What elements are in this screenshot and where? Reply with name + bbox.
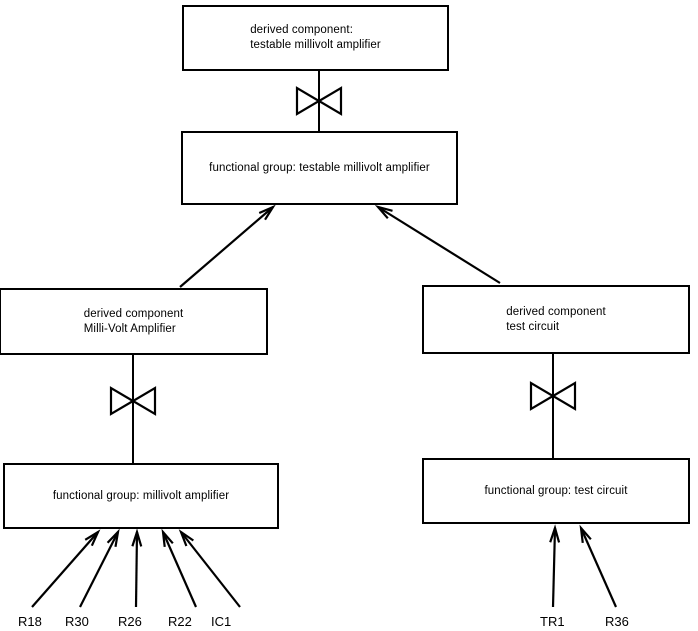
arrow-milli-volt-amplifier-to-testable-group [179, 204, 276, 288]
arrow-head [579, 524, 592, 544]
functional-group-test-circuit[interactable]: functional group: test circuit [422, 458, 690, 524]
leaf-label-r22: R22 [168, 614, 192, 629]
bowtie-connector-top [295, 71, 343, 131]
arrow-shaft [377, 206, 501, 284]
arrow-r22-to-millivolt-amplifier [161, 528, 198, 608]
arrow-shaft [179, 206, 274, 288]
arrow-r26-to-millivolt-amplifier [131, 528, 143, 608]
bowtie-left-triangle [109, 386, 136, 416]
leaf-label-ic1: IC1 [211, 614, 232, 629]
arrow-head [549, 524, 561, 543]
arrow-test-circuit-to-testable-group [374, 205, 501, 284]
arrow-ic1-to-millivolt-amplifier [178, 529, 241, 608]
leaf-label-tr1: TR1 [540, 614, 565, 629]
arrow-head [178, 529, 194, 547]
arrow-r36-to-test-circuit [579, 524, 618, 608]
bowtie-right-triangle [130, 386, 157, 416]
functional-group-testable-millivolt-amplifier[interactable]: functional group: testable millivolt amp… [181, 131, 458, 205]
bowtie-connector-millivolt [109, 355, 157, 463]
bowtie-right-triangle [550, 381, 577, 411]
derived-component-testable-millivolt-amplifier-text: derived component: testable millivolt am… [250, 24, 381, 51]
leaf-label-r26: R26 [118, 614, 142, 629]
arrow-shaft [79, 531, 119, 608]
leaf-label-r36: R36 [605, 614, 629, 629]
bowtie-right-triangle [316, 86, 343, 116]
bowtie-left-triangle [529, 381, 556, 411]
leaf-label-r18: R18 [18, 614, 42, 629]
bowtie-left-triangle [295, 86, 322, 116]
arrow-head [84, 529, 101, 547]
leaf-label-r30: R30 [65, 614, 89, 629]
derived-component-test-circuit-text: derived component test circuit [506, 305, 606, 333]
arrow-head [161, 528, 174, 548]
arrow-r18-to-millivolt-amplifier [31, 529, 101, 608]
arrow-shaft [31, 531, 99, 608]
derived-component-testable-millivolt-amplifier[interactable]: derived component: testable millivolt am… [182, 5, 449, 71]
derived-component-test-circuit[interactable]: derived component test circuit [422, 285, 690, 354]
derived-component-milli-volt-amplifier[interactable]: derived component Milli-Volt Amplifier [0, 288, 268, 355]
arrow-head [374, 205, 393, 220]
bowtie-connector-test-circuit [529, 354, 577, 458]
functional-group-millivolt-amplifier-text: functional group: millivolt amplifier [52, 489, 230, 502]
arrow-shaft [551, 527, 557, 608]
arrow-shaft [134, 531, 139, 608]
arrow-tr1-to-test-circuit [549, 524, 561, 608]
arrow-shaft [161, 531, 198, 608]
arrow-head [106, 528, 120, 547]
functional-group-test-circuit-text: functional group: test circuit [484, 484, 628, 497]
functional-group-millivolt-amplifier[interactable]: functional group: millivolt amplifier [3, 463, 279, 529]
arrow-r30-to-millivolt-amplifier [79, 528, 120, 608]
arrow-shaft [180, 531, 241, 608]
arrow-shaft [579, 527, 618, 608]
functional-group-testable-millivolt-amplifier-text: functional group: testable millivolt amp… [209, 161, 430, 174]
derived-component-milli-volt-amplifier-text: derived component Milli-Volt Amplifier [83, 307, 184, 335]
arrow-head [131, 528, 143, 547]
arrow-head [258, 204, 276, 221]
